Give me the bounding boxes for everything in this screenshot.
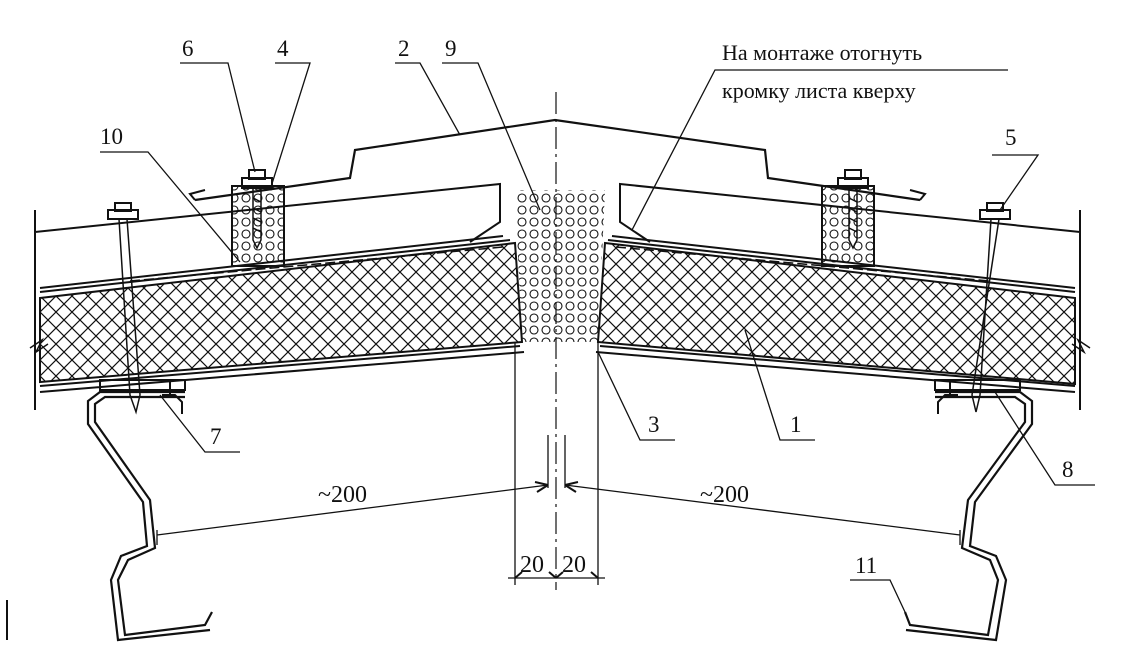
ridge-cap-right-hem [909,189,927,201]
ridge-cap-left-hem [188,189,206,201]
foam-seal-right [821,185,875,267]
callout-11: 11 [855,553,877,578]
dimension-label-gap-right: 20 [562,552,586,578]
note-line-2: кромку листа кверху [722,78,916,103]
dimension-span-left [156,481,549,545]
z-purlin-right [903,379,1034,642]
leader-1 [744,329,815,441]
callout-1: 1 [790,412,802,437]
dimension-tick-center [547,435,566,488]
break-mark-right [1071,337,1091,355]
leader-2 [395,62,461,136]
foam-seal-left [231,185,285,267]
callout-9: 9 [445,36,457,61]
membrane-10 [129,246,991,282]
leader-3 [597,351,675,441]
leader-8 [994,391,1095,486]
dimension-label-gap-left: 20 [520,552,544,578]
fastener-5-left [107,202,141,415]
note-line-1: На монтаже отогнуть [722,40,922,65]
screw-6-right [837,169,869,250]
leader-11 [850,579,906,613]
fastener-5-right [971,202,1011,413]
callout-4: 4 [277,36,289,61]
leader-7 [159,394,240,453]
callout-7: 7 [210,424,222,449]
break-mark-left [29,337,49,355]
callout-5: 5 [1005,125,1017,150]
callout-10: 10 [100,124,123,149]
sandwich-panel-right [596,241,1076,386]
dimension-gap [508,342,605,585]
leader-6 [180,62,256,173]
ridge-insulation-fill [515,190,605,342]
ridge-cap [194,118,921,202]
dimension-label-right: ~200 [700,482,749,508]
dimension-label-left: ~200 [318,482,367,508]
dimension-span-right [564,481,961,545]
z-purlin-left [86,379,213,642]
leader-note [631,69,1008,231]
callout-8: 8 [1062,457,1074,482]
leader-9 [442,62,541,211]
callout-6: 6 [182,36,194,61]
callout-3: 3 [648,412,660,437]
leader-4 [269,62,311,191]
callout-2: 2 [398,36,410,61]
leader-5 [992,154,1040,211]
leader-10 [100,151,241,263]
